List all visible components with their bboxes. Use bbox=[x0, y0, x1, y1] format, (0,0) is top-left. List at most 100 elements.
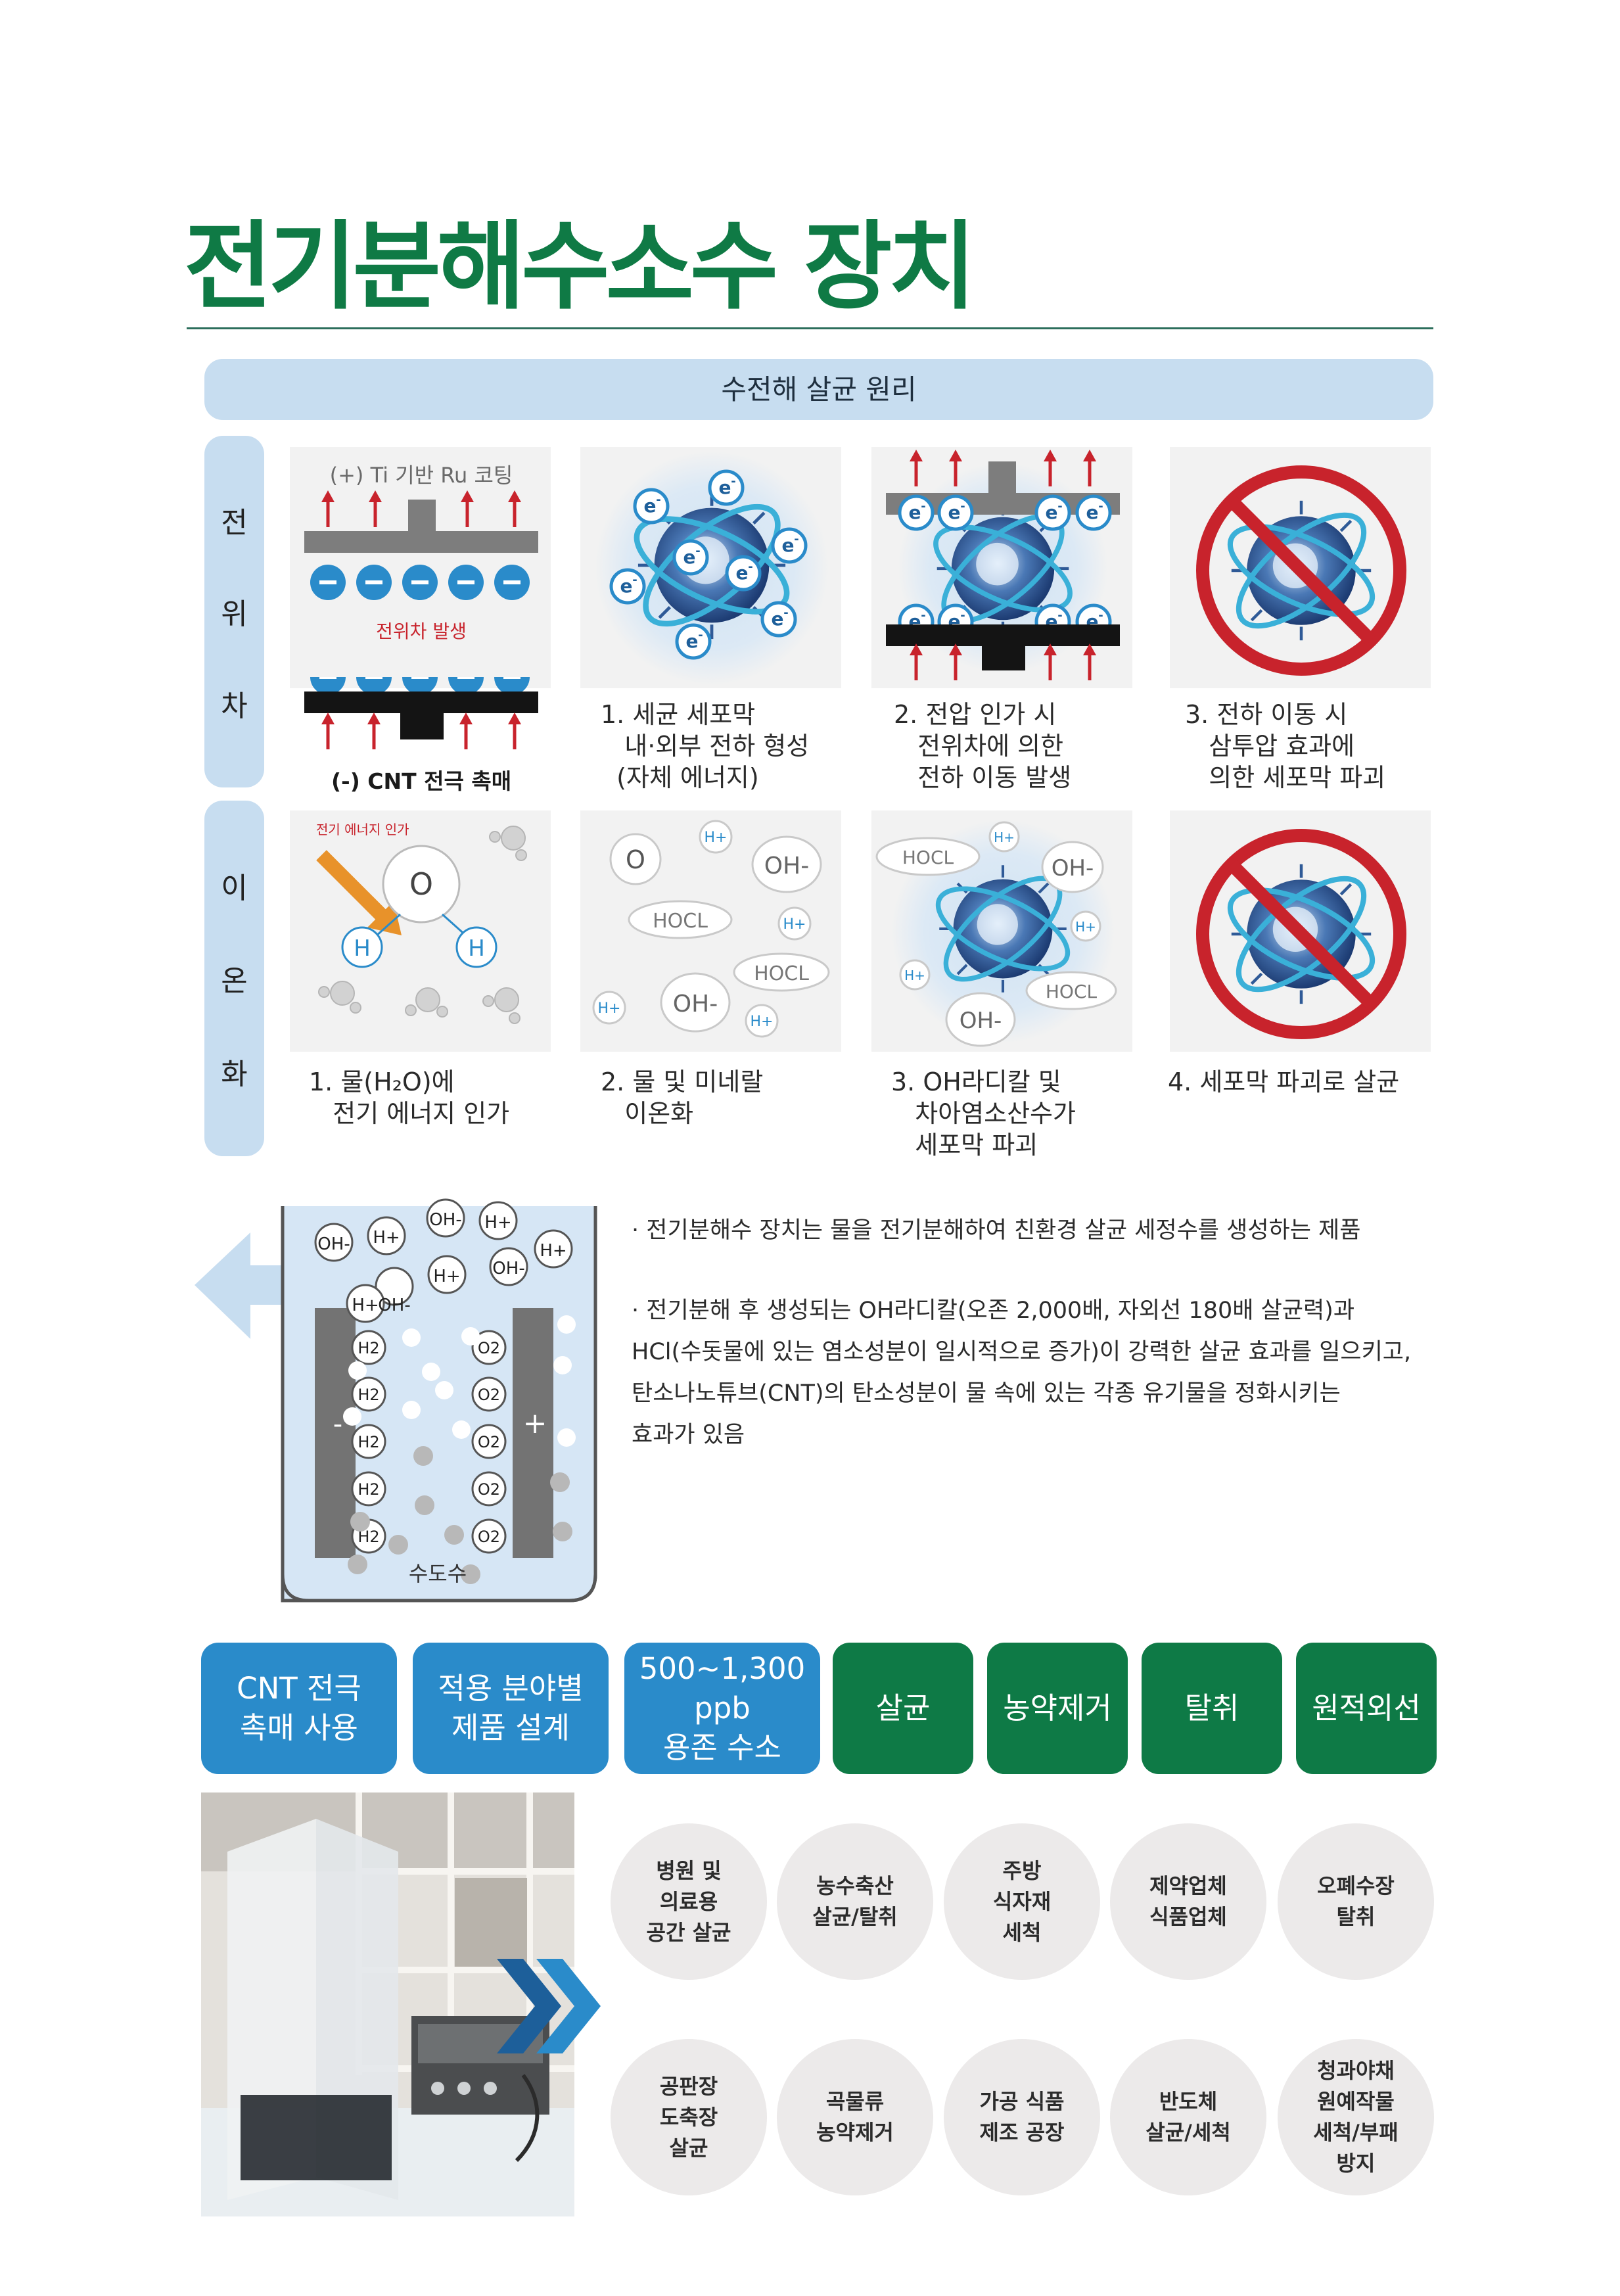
description-line: · 전기분해수 장치는 물을 전기분해하여 친환경 살균 세정수를 생성하는 제… bbox=[632, 1217, 1361, 1244]
anode-label: (+) Ti 기반 Ru 코팅 bbox=[330, 463, 513, 488]
ion-label: H+ bbox=[373, 1228, 400, 1248]
application-item: 공판장 도축장 살균 bbox=[611, 2039, 767, 2195]
hydrogen-atom: H bbox=[354, 935, 371, 962]
minus-sign: - bbox=[333, 1409, 342, 1440]
energy-label: 전기 에너지 인가 bbox=[316, 822, 409, 837]
application-item: 가공 식품 제조 공장 bbox=[944, 2039, 1100, 2195]
h2-label: H2 bbox=[358, 1339, 379, 1357]
ion-hocl: HOCL bbox=[653, 910, 708, 933]
h2-label: H2 bbox=[358, 1433, 379, 1451]
side-char: 화 bbox=[221, 1058, 248, 1092]
feature-tile-hydrogen: 500~1,300 ppb 용존 수소 bbox=[624, 1643, 820, 1774]
ion-label: OH- bbox=[429, 1210, 461, 1230]
ionization-caption-4: 4. 세포막 파괴로 살균 bbox=[1168, 1067, 1400, 1096]
ion-label: H+ bbox=[484, 1213, 511, 1232]
feature-tile-deodorize: 탈취 bbox=[1142, 1643, 1282, 1774]
side-label-ionization: 이 온 화 bbox=[204, 801, 264, 1156]
ion-label: H+ bbox=[433, 1267, 460, 1286]
ion-h: H+ bbox=[904, 968, 925, 983]
ionization-caption-3: 3. OH라디칼 및 차아염소산수가 세포막 파괴 bbox=[891, 1067, 1076, 1160]
side-char: 전 bbox=[221, 505, 248, 540]
microbe-voltage-panel bbox=[871, 447, 1132, 688]
tap-water-label: 수도수 bbox=[409, 1561, 467, 1586]
ion-oh: OH- bbox=[1052, 855, 1094, 881]
ion-o: O bbox=[626, 845, 645, 874]
ion-hocl: HOCL bbox=[754, 962, 809, 985]
prohibited-microbe-panel-1 bbox=[1170, 447, 1431, 688]
o2-label: O2 bbox=[478, 1339, 500, 1357]
double-chevron-icon bbox=[497, 1954, 628, 2059]
electrode-diagram-panel: (+) Ti 기반 Ru 코팅 전위차 발생 bbox=[290, 447, 551, 688]
electrode-diagram-lower: (-) CNT 전극 촉매 bbox=[290, 659, 551, 808]
description-line: HCl(수돗물에 있는 염소성분이 일시적으로 증가)이 강력한 살균 효과를 … bbox=[632, 1339, 1412, 1365]
section-banner: 수전해 살균 원리 bbox=[204, 359, 1433, 420]
ion-oh: OH- bbox=[764, 853, 809, 879]
o2-label: O2 bbox=[478, 1480, 500, 1499]
o2-label: O2 bbox=[478, 1528, 500, 1546]
description-line: 탄소나노튜브(CNT)의 탄소성분이 물 속에 있는 각종 유기물을 정화시키는 bbox=[632, 1380, 1341, 1407]
h2-label: H2 bbox=[358, 1480, 379, 1499]
application-item: 곡물류 농약제거 bbox=[777, 2039, 933, 2195]
ion-h: H+ bbox=[751, 1014, 774, 1030]
description-line: 효과가 있음 bbox=[632, 1422, 745, 1448]
ion-label: H+ bbox=[540, 1241, 567, 1261]
anode-plate bbox=[304, 531, 538, 553]
feature-tile-cnt: CNT 전극 촉매 사용 bbox=[201, 1643, 397, 1774]
water-molecule-panel: 전기 에너지 인가 O H H bbox=[290, 810, 551, 1052]
ion-label: OH- bbox=[492, 1259, 524, 1278]
application-item: 오폐수장 탈취 bbox=[1278, 1823, 1434, 1980]
feature-tile-sterilize: 살균 bbox=[833, 1643, 973, 1774]
ion-oh: OH- bbox=[673, 991, 718, 1018]
description-line: · 전기분해 후 생성되는 OH라디칼(오존 2,000배, 자외선 180배 … bbox=[632, 1298, 1355, 1324]
ionization-caption-1: 1. 물(H₂O)에 전기 에너지 인가 bbox=[309, 1067, 510, 1128]
potential-diff-label: 전위차 발생 bbox=[376, 621, 467, 642]
application-item: 제약업체 식품업체 bbox=[1110, 1823, 1266, 1980]
ionization-caption-2: 2. 물 및 미네랄 이온화 bbox=[601, 1067, 764, 1128]
device-photo bbox=[201, 1792, 574, 2216]
ion-h: H+ bbox=[1075, 919, 1096, 935]
anode bbox=[513, 1308, 553, 1558]
potential-caption-3: 3. 전하 이동 시 삼투압 효과에 의한 세포막 파괴 bbox=[1185, 700, 1386, 792]
electrolysis-tank-diagram: - + OH- H+ OH- H+ OH- H+ OH- H+ H+ H2 H2… bbox=[195, 1193, 602, 1614]
ion-h: H+ bbox=[783, 916, 806, 933]
o2-label: O2 bbox=[478, 1386, 500, 1404]
ion-h: H+ bbox=[705, 830, 728, 846]
ion-h: H+ bbox=[598, 1000, 621, 1017]
prohibited-icon bbox=[1196, 465, 1406, 676]
title-divider bbox=[187, 327, 1433, 329]
ion-label: H+ bbox=[352, 1296, 379, 1315]
application-item: 청과야채 원예작물 세척/부패 방지 bbox=[1278, 2039, 1434, 2195]
prohibited-icon bbox=[1196, 829, 1406, 1039]
cathode-plate bbox=[304, 691, 538, 713]
cathode-label: (-) CNT 전극 촉매 bbox=[331, 768, 511, 794]
energy-arrow bbox=[316, 850, 392, 926]
hydrogen-atom: H bbox=[468, 935, 485, 962]
application-item: 농수축산 살균/탈취 bbox=[777, 1823, 933, 1980]
side-char: 이 bbox=[221, 871, 248, 905]
o2-label: O2 bbox=[478, 1433, 500, 1451]
plus-sign: + bbox=[523, 1407, 547, 1440]
ion-hocl: HOCL bbox=[902, 847, 954, 868]
outflow-arrow bbox=[195, 1232, 287, 1339]
page-title: 전기분해수소수 장치 bbox=[184, 211, 977, 323]
feature-tile-far-infrared: 원적외선 bbox=[1296, 1643, 1437, 1774]
h2-label: H2 bbox=[358, 1386, 379, 1404]
ion-label: OH- bbox=[378, 1296, 410, 1315]
ion-hocl: HOCL bbox=[1046, 981, 1098, 1002]
application-item: 주방 식자재 세척 bbox=[944, 1823, 1100, 1980]
electrode-diagram: (+) Ti 기반 Ru 코팅 전위차 발생 bbox=[304, 463, 538, 642]
microbe-ions-panel: HOCL OH- HOCL OH- H+ H+ H+ bbox=[871, 810, 1132, 1052]
ion-label: OH- bbox=[317, 1234, 350, 1254]
microbe-charge-panel bbox=[580, 447, 841, 688]
oxygen-atom: O bbox=[409, 866, 433, 902]
ion-h: H+ bbox=[994, 830, 1015, 845]
prohibited-microbe-panel-2 bbox=[1170, 810, 1431, 1052]
application-item: 병원 및 의료용 공간 살균 bbox=[611, 1823, 767, 1980]
ions-panel: O OH- HOCL HOCL OH- H+ H+ H+ H+ bbox=[580, 810, 841, 1052]
ion-oh: OH- bbox=[960, 1008, 1002, 1034]
feature-tile-pesticide: 농약제거 bbox=[987, 1643, 1128, 1774]
feature-tile-design: 적용 분야별 제품 설계 bbox=[413, 1643, 609, 1774]
side-char: 온 bbox=[221, 964, 248, 998]
application-item: 반도체 살균/세척 bbox=[1110, 2039, 1266, 2195]
cathode bbox=[315, 1308, 356, 1558]
